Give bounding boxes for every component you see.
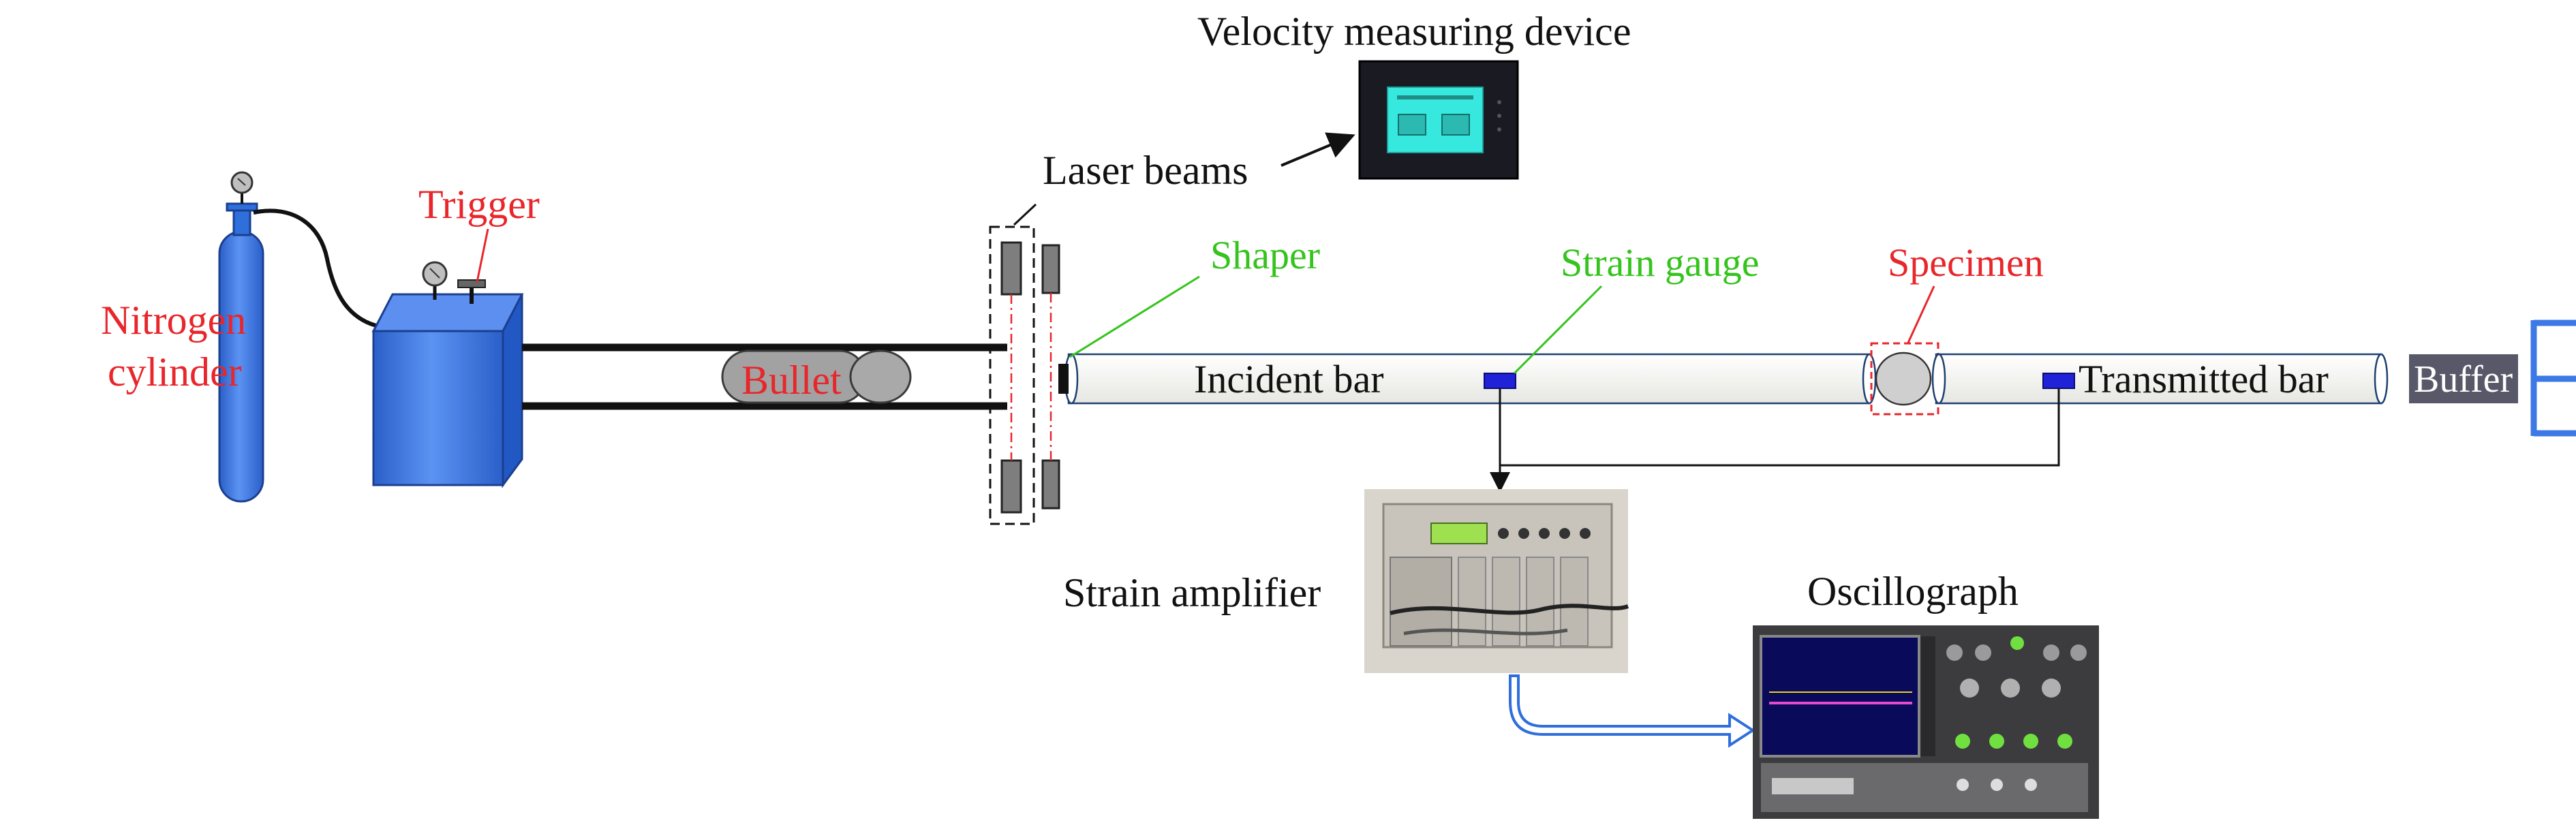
laser-beams-box (989, 225, 1035, 525)
bullet (721, 349, 912, 404)
strain-amplifier-label: Strain amplifier (1063, 570, 1321, 615)
nitrogen-label-line1: Nitrogen (101, 298, 246, 343)
trigger-valve-icon (457, 279, 486, 288)
oscillograph-device (1753, 625, 2099, 819)
buffer (2409, 320, 2576, 437)
oscillograph-label: Oscillograph (1807, 569, 2019, 614)
laser-beam-assembly (989, 225, 1060, 525)
gas-chamber (371, 261, 524, 488)
buffer-label: Buffer (2414, 358, 2513, 401)
strain-gauge-label: Strain gauge (1561, 240, 1760, 285)
data-flow-arrow (1509, 674, 1755, 748)
strain-gauge-transmitted (2042, 373, 2075, 389)
incident-bar-label: Incident bar (1194, 357, 1384, 401)
transmitted-bar (1931, 353, 2389, 405)
nitrogen-cylinder (218, 171, 264, 503)
incident-bar (1064, 353, 1877, 405)
strain-gauge-leader (1513, 285, 1603, 375)
velocity-measuring-device (1358, 60, 1519, 180)
velocity-device-label: Velocity measuring device (1197, 9, 1631, 54)
bullet-label: Bullet (741, 358, 842, 403)
shaper-leader (1069, 275, 1200, 358)
nitrogen-label-line2: cylinder (108, 349, 242, 394)
trigger-label: Trigger (418, 182, 540, 227)
laser-beams-leader (1013, 203, 1037, 226)
pulse-shaper (1058, 364, 1069, 394)
strain-amplifier-device (1364, 489, 1629, 673)
signal-wire (1499, 388, 2060, 467)
specimen (1870, 342, 1939, 416)
specimen-label: Specimen (1888, 240, 2044, 285)
gas-hose (253, 208, 382, 329)
velocity-arrow (1281, 132, 1355, 167)
trigger-leader (476, 228, 489, 283)
specimen-leader (1907, 285, 1935, 343)
strain-gauge-incident (1484, 373, 1516, 389)
transmitted-bar-label: Transmitted bar (2079, 357, 2329, 401)
shaper-label: Shaper (1210, 233, 1320, 277)
laser-beams-label: Laser beams (1043, 148, 1248, 193)
gun-barrel (522, 343, 1007, 410)
